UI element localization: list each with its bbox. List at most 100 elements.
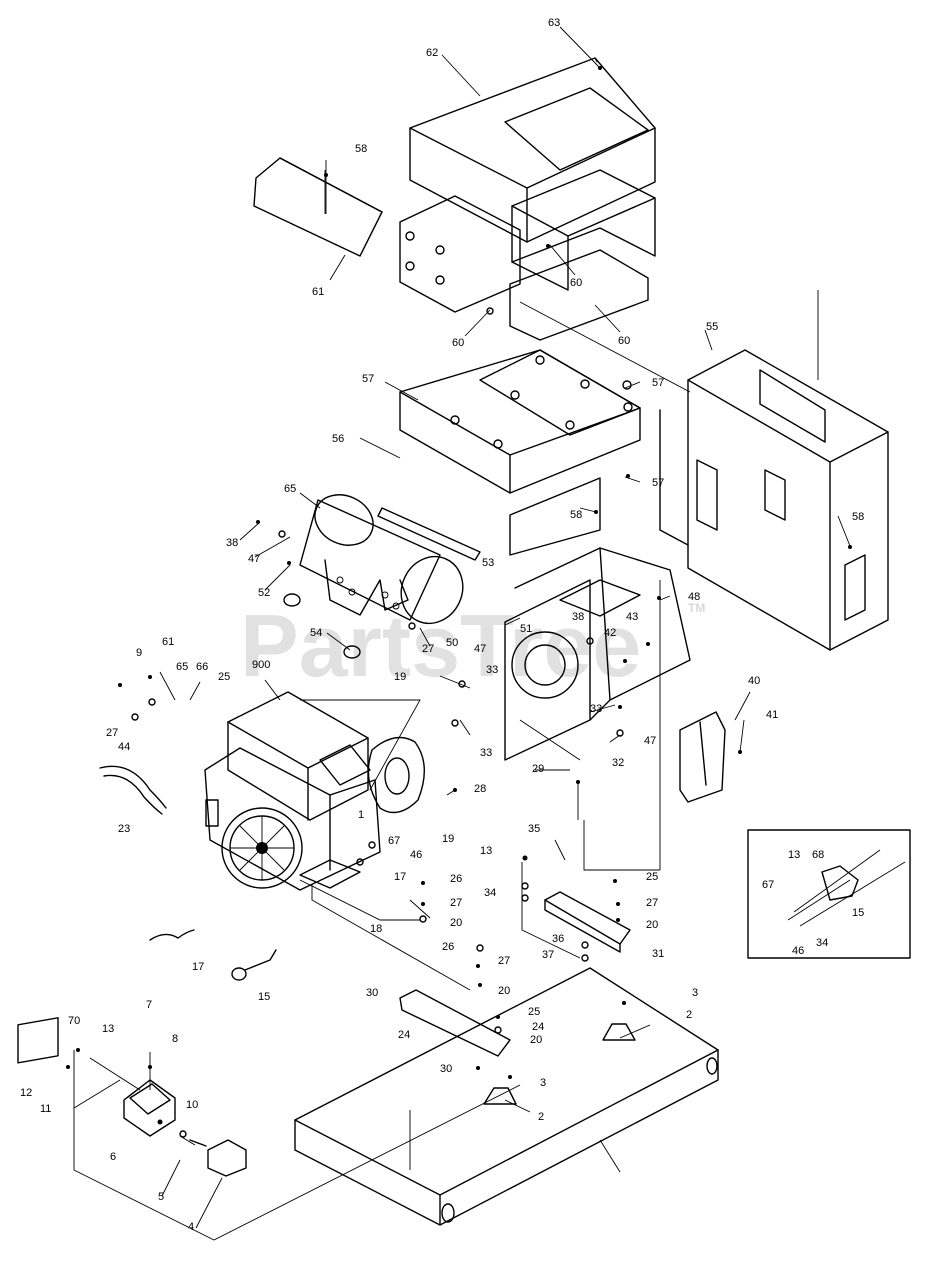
callout-47: 47 xyxy=(644,735,656,747)
watermark-tm: TM xyxy=(688,601,705,615)
callout-27: 27 xyxy=(106,727,118,739)
callout-40: 40 xyxy=(748,675,760,687)
watermark: PartsTree xyxy=(240,596,641,695)
callout-27: 27 xyxy=(646,897,658,909)
callout-2: 2 xyxy=(686,1009,692,1021)
base-frame xyxy=(294,967,719,1226)
callout-57: 57 xyxy=(652,477,664,489)
callout-19: 19 xyxy=(394,671,406,683)
divider-panels xyxy=(509,169,656,341)
callout-25: 25 xyxy=(646,871,658,883)
callout-58: 58 xyxy=(570,509,582,521)
inset-callout-15: 15 xyxy=(852,907,864,919)
callout-30: 30 xyxy=(440,1063,452,1075)
callout-47: 47 xyxy=(248,553,260,565)
callout-61: 61 xyxy=(312,286,324,298)
hardware-dots xyxy=(66,66,852,1138)
callout-66: 66 xyxy=(196,661,208,673)
sensor xyxy=(231,949,277,981)
callout-51: 51 xyxy=(520,623,532,635)
callout-57: 57 xyxy=(362,373,374,385)
callout-47: 47 xyxy=(474,643,486,655)
callout-29: 29 xyxy=(532,763,544,775)
callout-26: 26 xyxy=(450,873,462,885)
mount-rails xyxy=(399,891,631,1057)
callout-23: 23 xyxy=(118,823,130,835)
leader-lines xyxy=(73,26,851,1241)
callout-3: 3 xyxy=(540,1077,546,1089)
enclosure-back-panel xyxy=(659,349,889,651)
callout-11: 11 xyxy=(40,1103,51,1115)
callout-43: 43 xyxy=(626,611,638,623)
callout-33: 33 xyxy=(590,703,602,715)
callout-24: 24 xyxy=(398,1029,410,1041)
callout-3: 3 xyxy=(692,987,698,999)
callout-33: 33 xyxy=(486,664,498,676)
callout-35: 35 xyxy=(528,823,540,835)
callout-7: 7 xyxy=(146,999,152,1011)
callout-1: 1 xyxy=(358,809,364,821)
callout-60: 60 xyxy=(452,337,464,349)
callout-12: 12 xyxy=(20,1087,32,1099)
callout-27: 27 xyxy=(422,643,434,655)
callout-60: 60 xyxy=(570,277,582,289)
muffler xyxy=(283,494,481,659)
air-baffle xyxy=(399,349,641,556)
fuel-solenoid xyxy=(189,1139,247,1177)
callout-38: 38 xyxy=(572,611,584,623)
isolator-mounts xyxy=(483,1023,636,1105)
callout-13: 13 xyxy=(102,1023,114,1035)
callout-60: 60 xyxy=(618,335,630,347)
callout-labels: 63 62 58 61 60 60 60 55 57 57 57 5 6 58 5… xyxy=(20,17,864,1233)
callout-61: 61 xyxy=(162,636,174,648)
inset-callout-13: 13 xyxy=(788,849,800,861)
callout-65: 65 xyxy=(284,483,296,495)
callout-33: 33 xyxy=(480,747,492,759)
callout-26: 26 xyxy=(442,941,454,953)
inset-callout-67: 67 xyxy=(762,879,774,891)
callout-4: 4 xyxy=(188,1221,194,1233)
callout-36: 36 xyxy=(552,933,564,945)
callout-57: 57 xyxy=(652,377,664,389)
callout-34: 34 xyxy=(484,887,496,899)
label-plate xyxy=(17,1017,59,1064)
callout-15: 15 xyxy=(258,991,270,1003)
inset-callout-46: 46 xyxy=(792,945,804,957)
callout-62: 62 xyxy=(426,47,438,59)
callout-18: 18 xyxy=(370,923,382,935)
callout-8: 8 xyxy=(172,1033,178,1045)
end-cover xyxy=(679,711,726,803)
callout-17: 17 xyxy=(394,871,406,883)
callout-44: 44 xyxy=(118,741,130,753)
engine xyxy=(204,691,381,891)
inset-callout-68: 68 xyxy=(812,849,824,861)
intake-duct xyxy=(253,157,383,257)
callout-20: 20 xyxy=(498,985,510,997)
callout-27: 27 xyxy=(450,897,462,909)
callout-42: 42 xyxy=(604,627,616,639)
callout-27: 27 xyxy=(498,955,510,967)
callout-20: 20 xyxy=(450,917,462,929)
callout-58: 58 xyxy=(852,511,864,523)
callout-58: 58 xyxy=(355,143,367,155)
callout-31: 31 xyxy=(652,948,664,960)
callout-6: 6 xyxy=(110,1151,116,1163)
callout-46: 46 xyxy=(410,849,422,861)
fuel-regulator xyxy=(123,1079,176,1137)
callout-63: 63 xyxy=(548,17,560,29)
callout-24: 24 xyxy=(532,1021,544,1033)
callout-53: 53 xyxy=(482,557,494,569)
inset-box xyxy=(747,829,911,959)
callout-67: 67 xyxy=(388,835,400,847)
callout-25: 25 xyxy=(218,671,230,683)
generator-housing xyxy=(504,547,691,761)
callout-55: 55 xyxy=(706,321,718,333)
callout-19: 19 xyxy=(442,833,454,845)
callout-50: 50 xyxy=(446,637,458,649)
callout-48: 48 xyxy=(688,591,700,603)
callout-10: 10 xyxy=(186,1099,198,1111)
callout-5: 5 xyxy=(158,1191,164,1203)
callout-20: 20 xyxy=(646,919,658,931)
callout-900: 900 xyxy=(252,659,270,671)
